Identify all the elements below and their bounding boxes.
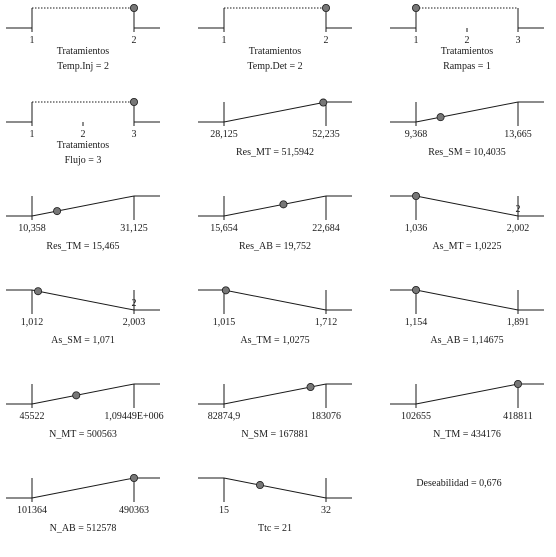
panel-6-min-label: 9,368: [405, 129, 428, 140]
panel-11-current-marker: [221, 286, 230, 295]
panel-1-caption: Temp.Inj = 2: [57, 61, 109, 72]
panel-16-min-label: 101364: [17, 505, 47, 516]
panel-7-caption: Res_TM = 15,465: [46, 241, 119, 252]
panel-11-min-label: 1,015: [213, 317, 236, 328]
panel-4-level-label-2: 2: [81, 129, 86, 140]
panel-3-level-label-2: 2: [465, 35, 470, 46]
panel-8-caption: Res_AB = 19,752: [239, 241, 311, 252]
panel-10-profile-line: [31, 289, 135, 311]
panel-13-max-label: 1,09449E+006: [104, 411, 163, 422]
panel-10-max-label: 2,003: [123, 317, 146, 328]
panel-14-min-label: 82874,9: [208, 411, 241, 422]
panel-4-level-label-3: 3: [132, 129, 137, 140]
panel-10-caption: As_SM = 1,071: [51, 335, 115, 346]
panel-15-profile-line: [415, 383, 519, 405]
panel-14-caption: N_SM = 167881: [241, 429, 308, 440]
panel-12-current-marker: [411, 285, 420, 294]
panel-5-caption: Res_MT = 51,5942: [236, 147, 314, 158]
panel-17-min-label: 15: [219, 505, 229, 516]
panel-10-current-marker: [34, 287, 43, 296]
panel-8-max-label: 22,684: [312, 223, 340, 234]
panel-12-profile-line: [415, 289, 519, 311]
panel-4-caption: Flujo = 3: [65, 155, 102, 166]
panel-15-current-marker: [514, 379, 523, 388]
panel-16-profile-line: [31, 477, 135, 499]
panel-17-max-label: 32: [321, 505, 331, 516]
panel-17-caption: Ttc = 21: [258, 523, 292, 534]
panel-3-caption: Rampas = 1: [443, 61, 491, 72]
panel-4-factor-name: Tratamientos: [57, 140, 110, 151]
panel-11-profile-line: [223, 289, 327, 311]
panel-10-annotation: 2: [132, 298, 137, 309]
panel-5-current-marker: [319, 98, 328, 107]
panel-2-factor-name: Tratamientos: [249, 46, 302, 57]
panel-5-profile-line: [223, 101, 327, 123]
panel-17-profile-line: [223, 477, 327, 499]
panel-6-max-label: 13,665: [504, 129, 532, 140]
panel-9-min-label: 1,036: [405, 223, 428, 234]
panel-17-current-marker: [255, 481, 264, 490]
panel-13-profile-line: [31, 383, 135, 405]
panel-6-caption: Res_SM = 10,4035: [428, 147, 506, 158]
panel-5-max-label: 52,235: [312, 129, 340, 140]
panel-4-level-label-1: 1: [30, 129, 35, 140]
panel-6-current-marker: [436, 113, 445, 122]
panel-7-max-label: 31,125: [120, 223, 148, 234]
panel-2-current-marker: [321, 4, 330, 12]
panel-3-level-label-1: 1: [414, 35, 419, 46]
panel-12-min-label: 1,154: [405, 317, 428, 328]
panel-2-caption: Temp.Det = 2: [247, 61, 302, 72]
panel-1-current-marker: [129, 4, 138, 12]
panel-9-caption: As_MT = 1,0225: [432, 241, 501, 252]
panel-11-max-label: 1,712: [315, 317, 338, 328]
panel-8-profile-line: [223, 195, 327, 217]
panel-15-max-label: 418811: [503, 411, 533, 422]
panel-14-current-marker: [306, 383, 315, 392]
panel-9-annotation: 2: [516, 204, 521, 215]
panel-5-min-label: 28,125: [210, 129, 238, 140]
panel-15-caption: N_TM = 434176: [433, 429, 501, 440]
panel-1-level-label-2: 2: [132, 35, 137, 46]
panel-7-current-marker: [53, 207, 62, 216]
panel-10-min-label: 1,012: [21, 317, 44, 328]
panel-7-min-label: 10,358: [18, 223, 46, 234]
panel-15-min-label: 102655: [401, 411, 431, 422]
panel-13-current-marker: [72, 391, 81, 400]
panel-2-level-label-2: 2: [324, 35, 329, 46]
panel-8-current-marker: [279, 200, 288, 209]
panel-16-max-label: 490363: [119, 505, 149, 516]
panel-3-level-label-3: 3: [516, 35, 521, 46]
panel-12-max-label: 1,891: [507, 317, 530, 328]
panel-4-current-marker: [129, 98, 138, 107]
panel-1-factor-name: Tratamientos: [57, 46, 110, 57]
panel-14-max-label: 183076: [311, 411, 341, 422]
panel-16-current-marker: [129, 473, 138, 482]
panel-7-profile-line: [31, 195, 135, 217]
panel-3-factor-name: Tratamientos: [441, 46, 494, 57]
overall-desirability: Deseabilidad = 0,676: [416, 478, 501, 489]
panel-3-current-marker: [411, 4, 420, 12]
panel-6-profile-line: [415, 101, 519, 123]
panel-9-profile-line: [415, 195, 519, 217]
panel-12-caption: As_AB = 1,14675: [430, 335, 503, 346]
panel-11-caption: As_TM = 1,0275: [240, 335, 309, 346]
panel-9-max-label: 2,002: [507, 223, 530, 234]
panel-16-caption: N_AB = 512578: [50, 523, 117, 534]
panel-1-level-label-1: 1: [30, 35, 35, 46]
panel-8-min-label: 15,654: [210, 223, 238, 234]
panel-13-caption: N_MT = 500563: [49, 429, 117, 440]
panel-9-current-marker: [411, 191, 420, 200]
panel-13-min-label: 45522: [20, 411, 45, 422]
panel-2-level-label-1: 1: [222, 35, 227, 46]
